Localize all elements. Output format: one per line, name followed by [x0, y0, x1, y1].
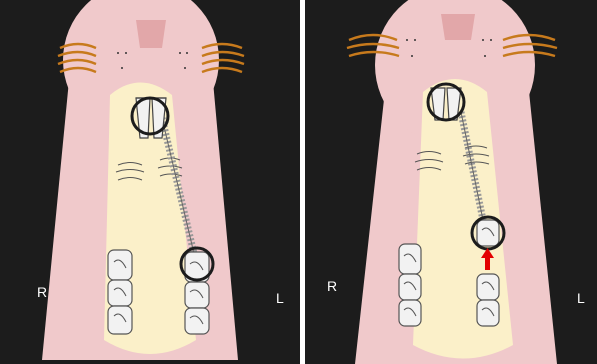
molars-left [399, 244, 421, 326]
molars-right [477, 274, 499, 326]
panel-after: R L [305, 0, 597, 364]
head-diagram-before [0, 0, 300, 364]
head-diagram-after [305, 0, 597, 364]
nose [441, 14, 475, 40]
molars-right [185, 252, 209, 334]
panel-before: R L [0, 0, 300, 364]
label-right-side: R [37, 284, 47, 300]
whiskers-left [347, 35, 399, 56]
molars-left [108, 250, 132, 334]
label-left-side: L [577, 290, 585, 306]
moved-molar [477, 220, 499, 246]
label-right-side: R [327, 278, 337, 294]
label-left-side: L [276, 290, 284, 306]
nose [136, 20, 166, 48]
